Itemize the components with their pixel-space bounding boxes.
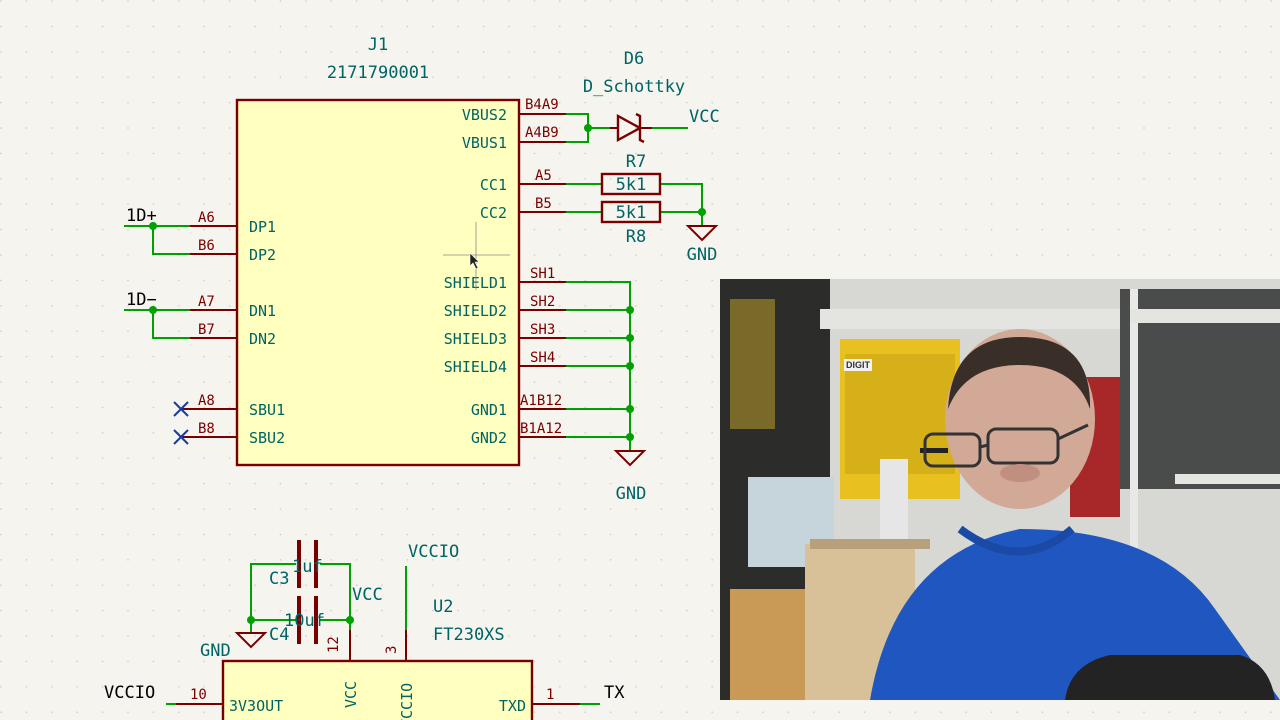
net-label-vccio[interactable]: VCCIO bbox=[104, 683, 155, 703]
c4-value: 10uf bbox=[284, 611, 325, 631]
u2-body[interactable] bbox=[221, 659, 534, 720]
u2-pin-name: VCC bbox=[342, 681, 360, 708]
no-connect-marker bbox=[173, 429, 189, 445]
gnd-symbol[interactable] bbox=[234, 632, 268, 649]
connector-j1[interactable]: J1 2171790001 DP1 DP2 DN1 DN2 SBU1 SBU2 … bbox=[181, 35, 566, 467]
printer-label-digit: DIGIT bbox=[844, 359, 872, 371]
j1-pin-name: VBUS2 bbox=[462, 106, 507, 124]
j1-pin-number: B8 bbox=[198, 421, 215, 437]
u2-value: FT230XS bbox=[433, 625, 505, 645]
j1-pin-name: DN2 bbox=[249, 330, 276, 348]
u2-pin-name: VCCIO bbox=[398, 683, 416, 720]
r8-body bbox=[600, 200, 662, 224]
j1-reference: J1 bbox=[368, 35, 388, 55]
power-label-vcc[interactable]: VCC bbox=[352, 585, 383, 605]
wire-caps[interactable] bbox=[247, 563, 354, 632]
j1-pin-name: CC1 bbox=[480, 176, 507, 194]
r7-value: 5k1 bbox=[616, 175, 647, 195]
j1-pin-number: A6 bbox=[198, 210, 215, 226]
gnd-symbol[interactable] bbox=[685, 225, 719, 242]
j1-pin-number: SH2 bbox=[530, 294, 555, 310]
j1-pin-name: CC2 bbox=[480, 204, 507, 222]
u2-pin-number: 3 bbox=[384, 646, 400, 654]
power-label-vcc[interactable]: VCC bbox=[689, 107, 720, 127]
j1-pin-name: SHIELD3 bbox=[444, 330, 507, 348]
net-label-tx[interactable]: TX bbox=[604, 683, 625, 703]
wire-vbus[interactable] bbox=[566, 113, 688, 143]
d6-reference: D6 bbox=[624, 49, 644, 69]
j1-pin-number: A7 bbox=[198, 294, 215, 310]
j1-pin-number: SH3 bbox=[530, 322, 555, 338]
no-connect-marker bbox=[173, 401, 189, 417]
r7-body bbox=[600, 172, 662, 196]
webcam-overlay: DIGIT bbox=[720, 279, 1280, 700]
resistor-r7[interactable]: R7 5k1 bbox=[600, 152, 662, 196]
mouse-pointer-icon bbox=[469, 252, 480, 270]
power-label-gnd[interactable]: GND bbox=[687, 245, 718, 265]
j1-pin-number: B4A9 bbox=[525, 97, 559, 113]
r8-reference: R8 bbox=[626, 227, 646, 247]
j1-pin-name: GND1 bbox=[471, 401, 507, 419]
power-label-gnd[interactable]: GND bbox=[200, 641, 231, 661]
j1-pin-name: DP2 bbox=[249, 246, 276, 264]
j1-pin-number: SH1 bbox=[530, 266, 555, 282]
wire-d-minus[interactable] bbox=[124, 306, 190, 339]
r8-value: 5k1 bbox=[616, 203, 647, 223]
net-label-d-plus[interactable]: 1D+ bbox=[126, 206, 157, 226]
c3-reference: C3 bbox=[269, 569, 289, 589]
u2-pin-number: 10 bbox=[190, 687, 207, 703]
wire-cc[interactable] bbox=[566, 183, 706, 226]
c4-reference: C4 bbox=[269, 625, 289, 645]
j1-pin-name: SBU1 bbox=[249, 401, 285, 419]
j1-pin-number: B1A12 bbox=[520, 421, 562, 437]
power-label-vccio[interactable]: VCCIO bbox=[408, 542, 459, 562]
j1-pin-name: VBUS1 bbox=[462, 134, 507, 152]
u2-reference: U2 bbox=[433, 597, 453, 617]
j1-pin-name: SHIELD2 bbox=[444, 302, 507, 320]
j1-pin-name: SBU2 bbox=[249, 429, 285, 447]
j1-body[interactable] bbox=[235, 98, 521, 467]
r7-reference: R7 bbox=[626, 152, 646, 172]
j1-pin-number: A8 bbox=[198, 393, 215, 409]
d6-value: D_Schottky bbox=[583, 77, 685, 97]
j1-pin-name: SHIELD1 bbox=[444, 274, 507, 292]
j1-pin-number: A1B12 bbox=[520, 393, 562, 409]
j1-pin-name: SHIELD4 bbox=[444, 358, 507, 376]
j1-pin-number: A4B9 bbox=[525, 125, 559, 141]
resistor-r8[interactable]: 5k1 R8 bbox=[600, 200, 662, 247]
wire-d-plus[interactable] bbox=[124, 222, 190, 255]
wire-shield-gnd[interactable] bbox=[566, 281, 634, 450]
ic-u2[interactable]: U2 FT230XS 12 3 10 1 3V3OUT VCC VCCIO TX… bbox=[176, 597, 580, 720]
capacitor-c3[interactable]: C3 1uf bbox=[269, 540, 323, 589]
j1-pin-name: DP1 bbox=[249, 218, 276, 236]
power-label-gnd[interactable]: GND bbox=[616, 484, 647, 504]
net-label-d-minus[interactable]: 1D− bbox=[126, 290, 157, 310]
webcam-scene bbox=[720, 279, 1280, 700]
u2-pin-number: 12 bbox=[326, 636, 342, 653]
gnd-symbol[interactable] bbox=[613, 450, 647, 467]
j1-value: 2171790001 bbox=[327, 63, 429, 83]
diode-d6[interactable]: D6 D_Schottky bbox=[583, 49, 685, 144]
c3-value: 1uf bbox=[292, 557, 323, 577]
u2-pin-number: 1 bbox=[546, 687, 554, 703]
j1-pin-name: GND2 bbox=[471, 429, 507, 447]
j1-pin-number: SH4 bbox=[530, 350, 555, 366]
u2-pin-name: TXD bbox=[499, 697, 526, 715]
cursor-crosshair bbox=[443, 222, 510, 290]
j1-pin-name: DN1 bbox=[249, 302, 276, 320]
j1-pin-number: B6 bbox=[198, 238, 215, 254]
j1-pin-number: B7 bbox=[198, 322, 215, 338]
j1-pin-number: A5 bbox=[535, 168, 552, 184]
j1-pin-number: B5 bbox=[535, 196, 552, 212]
capacitor-c4[interactable]: C4 10uf bbox=[269, 596, 325, 645]
u2-pin-name: 3V3OUT bbox=[229, 697, 283, 715]
